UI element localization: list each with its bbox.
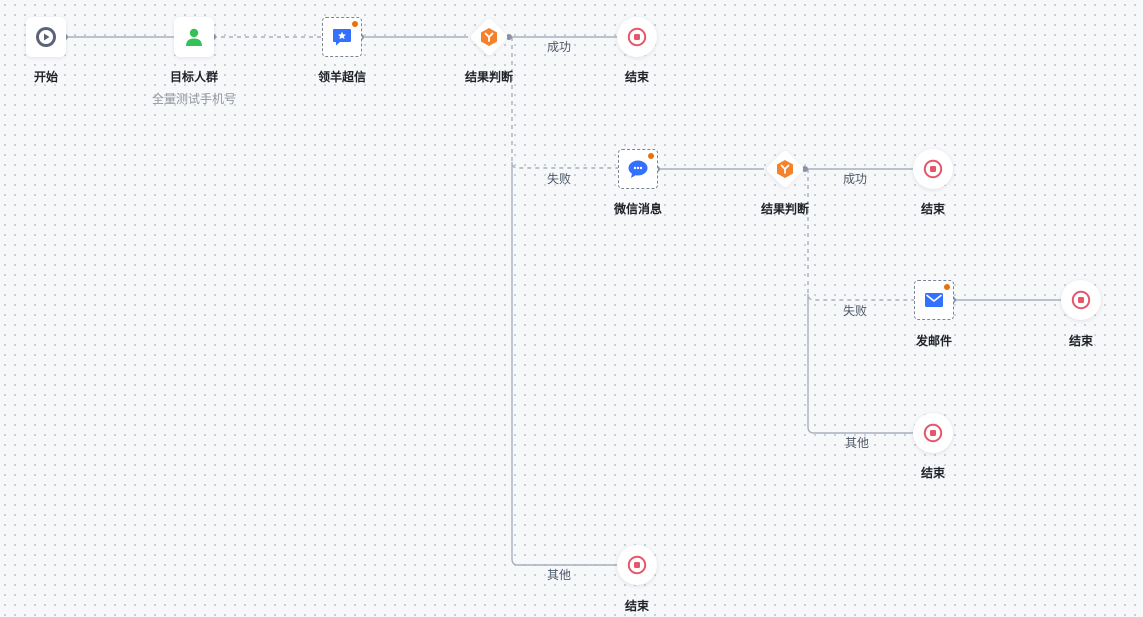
- edge-label-j1-other[interactable]: 其他: [546, 568, 572, 582]
- end3-node-label: 结束: [1068, 334, 1094, 348]
- edge-label-j2-fail[interactable]: 失败: [842, 304, 868, 318]
- status-dot: [352, 21, 358, 27]
- start-node[interactable]: [26, 17, 66, 57]
- edge-judge2-end4: [807, 294, 913, 434]
- edge-label-j1-success[interactable]: 成功: [546, 40, 572, 54]
- edge-label-j2-other[interactable]: 其他: [844, 436, 870, 450]
- judge2-node-label: 结果判断: [760, 202, 810, 216]
- chat-bubble-icon: [628, 160, 648, 178]
- end2-node-label: 结束: [920, 202, 946, 216]
- end1-node-label: 结束: [624, 70, 650, 84]
- edge-label-j2-success[interactable]: 成功: [842, 172, 868, 186]
- edge-judge1-end5: [511, 162, 617, 566]
- edge-label-j1-fail[interactable]: 失败: [546, 172, 572, 186]
- end1-node[interactable]: [617, 17, 657, 57]
- end4-node[interactable]: [913, 413, 953, 453]
- email-node-label: 发邮件: [915, 334, 953, 348]
- mail-icon: [925, 293, 943, 307]
- judge1-node-label: 结果判断: [464, 70, 514, 84]
- branch-icon: [777, 160, 793, 178]
- wechat-node-label: 微信消息: [613, 202, 663, 216]
- end5-node-label: 结束: [624, 599, 650, 613]
- edge-judge1-wechat: [511, 37, 618, 169]
- email-node[interactable]: [914, 280, 954, 320]
- audience-node-label: 目标人群: [169, 70, 219, 84]
- status-dot: [648, 153, 654, 159]
- end3-node[interactable]: [1061, 280, 1101, 320]
- audience-node[interactable]: [174, 17, 214, 57]
- audience-node-sublabel: 全量测试手机号: [151, 92, 237, 106]
- sms-node-label: 领羊超信: [317, 70, 367, 84]
- user-icon: [186, 28, 202, 46]
- end5-node[interactable]: [617, 545, 657, 585]
- play-icon: [36, 27, 56, 47]
- message-star-icon: [333, 29, 351, 46]
- end2-node[interactable]: [913, 149, 953, 189]
- wechat-node[interactable]: [618, 149, 658, 189]
- sms-node[interactable]: [322, 17, 362, 57]
- end4-node-label: 结束: [920, 466, 946, 480]
- stop-icon: [627, 27, 647, 47]
- stop-icon: [923, 159, 943, 179]
- stop-icon: [923, 423, 943, 443]
- judge1-node[interactable]: [467, 15, 511, 59]
- stop-icon: [627, 555, 647, 575]
- status-dot: [944, 284, 950, 290]
- judge2-node[interactable]: [763, 147, 807, 191]
- stop-icon: [1071, 290, 1091, 310]
- branch-icon: [481, 28, 497, 46]
- edge-judge2-email: [807, 169, 914, 301]
- start-node-label: 开始: [33, 70, 59, 84]
